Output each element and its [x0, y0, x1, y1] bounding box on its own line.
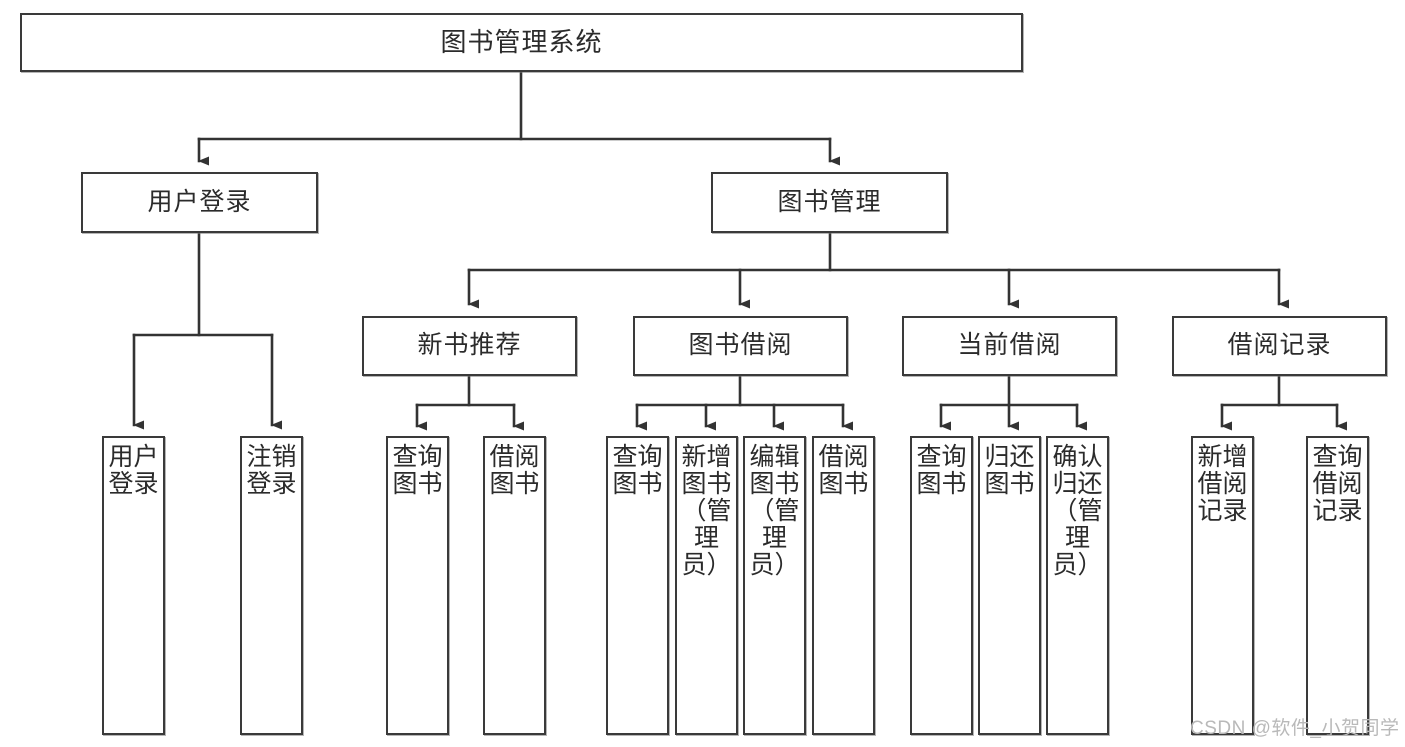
- node-leaf-add-book-admin-label: 新增图书（管理员）: [681, 443, 732, 579]
- node-book-manage[interactable]: 图书管理: [711, 172, 948, 233]
- node-leaf-query-borrow-record[interactable]: 查询借阅记录: [1306, 436, 1369, 735]
- node-leaf-add-borrow-record-label: 新增借阅记录: [1197, 443, 1248, 525]
- node-leaf-borrow-book-label: 借阅图书: [818, 443, 869, 498]
- node-leaf-return-book-label: 归还图书: [984, 443, 1035, 498]
- node-book-borrow[interactable]: 图书借阅: [633, 316, 848, 376]
- node-leaf-borrow-book[interactable]: 借阅图书: [812, 436, 875, 735]
- node-leaf-logout-login-label: 注销登录: [246, 443, 297, 498]
- node-book-manage-label: 图书管理: [777, 187, 882, 216]
- node-leaf-user-login-label: 用户登录: [108, 443, 159, 498]
- node-user-login-label: 用户登录: [147, 187, 252, 216]
- node-leaf-borrow-book-recommend[interactable]: 借阅图书: [483, 436, 546, 735]
- node-leaf-query-book-recommend-label: 查询图书: [392, 443, 443, 498]
- node-leaf-query-book-borrow[interactable]: 查询图书: [606, 436, 669, 735]
- node-current-borrow-label: 当前借阅: [957, 331, 1062, 360]
- node-new-book-recommend[interactable]: 新书推荐: [362, 316, 577, 376]
- node-leaf-confirm-return-admin[interactable]: 确认归还（管理员）: [1046, 436, 1109, 735]
- node-new-book-recommend-label: 新书推荐: [417, 331, 522, 360]
- node-leaf-query-book-current-label: 查询图书: [916, 443, 967, 498]
- node-leaf-add-borrow-record[interactable]: 新增借阅记录: [1191, 436, 1254, 735]
- node-borrow-record[interactable]: 借阅记录: [1172, 316, 1387, 376]
- node-root-system[interactable]: 图书管理系统: [20, 13, 1023, 72]
- node-root-system-label: 图书管理系统: [440, 27, 603, 58]
- node-borrow-record-label: 借阅记录: [1227, 331, 1332, 360]
- node-leaf-query-borrow-record-label: 查询借阅记录: [1312, 443, 1363, 525]
- node-leaf-logout-login[interactable]: 注销登录: [240, 436, 303, 735]
- node-leaf-query-book-borrow-label: 查询图书: [612, 443, 663, 498]
- node-book-borrow-label: 图书借阅: [688, 331, 793, 360]
- node-leaf-borrow-book-recommend-label: 借阅图书: [489, 443, 540, 498]
- node-leaf-query-book-recommend[interactable]: 查询图书: [386, 436, 449, 735]
- node-leaf-query-book-current[interactable]: 查询图书: [910, 436, 973, 735]
- node-leaf-user-login[interactable]: 用户登录: [102, 436, 165, 735]
- node-leaf-edit-book-admin-label: 编辑图书（管理员）: [749, 443, 800, 579]
- node-leaf-add-book-admin[interactable]: 新增图书（管理员）: [675, 436, 738, 735]
- node-user-login[interactable]: 用户登录: [81, 172, 318, 233]
- node-leaf-confirm-return-admin-label: 确认归还（管理员）: [1052, 443, 1103, 579]
- node-leaf-return-book[interactable]: 归还图书: [978, 436, 1041, 735]
- node-current-borrow[interactable]: 当前借阅: [902, 316, 1117, 376]
- node-leaf-edit-book-admin[interactable]: 编辑图书（管理员）: [743, 436, 806, 735]
- csdn-watermark: CSDN @软件_小贺同学: [1190, 718, 1400, 739]
